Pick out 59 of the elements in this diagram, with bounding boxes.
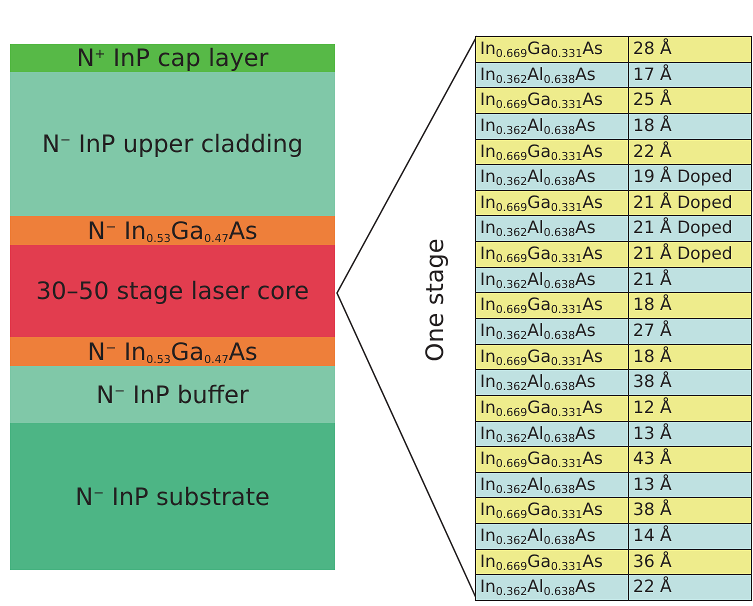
table-cell: In$_{0.669}$Ga$_{0.331}$As xyxy=(475,446,629,473)
table-cell: 21 Å Doped xyxy=(628,190,752,216)
layer-band xyxy=(10,245,335,337)
table-cell: In$_{0.669}$Ga$_{0.331}$As xyxy=(475,241,629,268)
table-cell: 22 Å xyxy=(628,138,752,166)
layer-label: 30–50 stage laser core xyxy=(36,277,310,305)
table-cell: In$_{0.362}$Al$_{0.638}$As xyxy=(475,164,629,191)
table-cell: In$_{0.362}$Al$_{0.638}$As xyxy=(475,369,629,396)
table-cell: 43 Å xyxy=(628,446,752,473)
table-cell: 14 Å xyxy=(628,523,752,550)
layer-label: N$^{−}$ InP substrate xyxy=(75,482,270,510)
table-cell: 12 Å xyxy=(628,394,752,422)
table-cell: In$_{0.362}$Al$_{0.638}$As xyxy=(475,472,629,498)
layer-band xyxy=(10,337,335,366)
table-cell: 38 Å xyxy=(628,497,752,524)
stage-label: One stage xyxy=(421,238,449,362)
table-cell: 13 Å xyxy=(628,472,752,498)
table-cell: In$_{0.669}$Ga$_{0.331}$As xyxy=(475,497,629,524)
table-cell: 18 Å xyxy=(628,112,752,140)
table-cell: In$_{0.669}$Ga$_{0.331}$As xyxy=(475,36,629,63)
table-cell: In$_{0.669}$Ga$_{0.331}$As xyxy=(475,292,629,319)
table-cell: 18 Å xyxy=(628,344,752,370)
layer-label: N$^{−}$ InP upper cladding xyxy=(42,130,303,158)
table-cell: 17 Å xyxy=(628,62,752,88)
table-cell: In$_{0.362}$Al$_{0.638}$As xyxy=(475,112,629,140)
layer-band xyxy=(10,423,335,570)
layer-band xyxy=(10,72,335,216)
layer-label: N$^{+}$ InP cap layer xyxy=(76,44,268,72)
table-cell: In$_{0.362}$Al$_{0.638}$As xyxy=(475,574,629,601)
layer-band xyxy=(10,366,335,423)
table-cell: In$_{0.362}$Al$_{0.638}$As xyxy=(475,318,629,345)
table-cell: 21 Å Doped xyxy=(628,215,752,242)
table-cell: 19 Å Doped xyxy=(628,164,752,191)
table-cell: 21 Å Doped xyxy=(628,241,752,268)
table-cell: 21 Å xyxy=(628,266,752,294)
layer-label: N$^{−}$ In$_{0.53}$Ga$_{0.47}$As xyxy=(87,338,258,366)
table-cell: In$_{0.669}$Ga$_{0.331}$As xyxy=(475,190,629,216)
layer-band xyxy=(10,44,335,72)
table-cell: 38 Å xyxy=(628,369,752,396)
table-cell: In$_{0.362}$Al$_{0.638}$As xyxy=(475,523,629,550)
table-cell: 22 Å xyxy=(628,574,752,601)
table-cell: 18 Å xyxy=(628,292,752,319)
table-cell: In$_{0.669}$Ga$_{0.331}$As xyxy=(475,138,629,166)
table-cell: 27 Å xyxy=(628,318,752,345)
table-cell: In$_{0.362}$Al$_{0.638}$As xyxy=(475,215,629,242)
layer-label: N$^{−}$ InP buffer xyxy=(96,380,249,408)
table-cell: In$_{0.669}$Ga$_{0.331}$As xyxy=(475,344,629,370)
table-cell: In$_{0.669}$Ga$_{0.331}$As xyxy=(475,548,629,576)
table-cell: In$_{0.362}$Al$_{0.638}$As xyxy=(475,266,629,294)
table-cell: 36 Å xyxy=(628,548,752,576)
table-cell: In$_{0.362}$Al$_{0.638}$As xyxy=(475,62,629,88)
table-cell: 13 Å xyxy=(628,420,752,448)
table-cell: In$_{0.362}$Al$_{0.638}$As xyxy=(475,420,629,448)
table-cell: In$_{0.669}$Ga$_{0.331}$As xyxy=(475,394,629,422)
table-cell: 25 Å xyxy=(628,87,752,114)
table-cell: In$_{0.669}$Ga$_{0.331}$As xyxy=(475,87,629,114)
layer-label: N$^{−}$ In$_{0.53}$Ga$_{0.47}$As xyxy=(87,216,258,244)
layer-band xyxy=(10,216,335,245)
table-cell: 28 Å xyxy=(628,36,752,63)
